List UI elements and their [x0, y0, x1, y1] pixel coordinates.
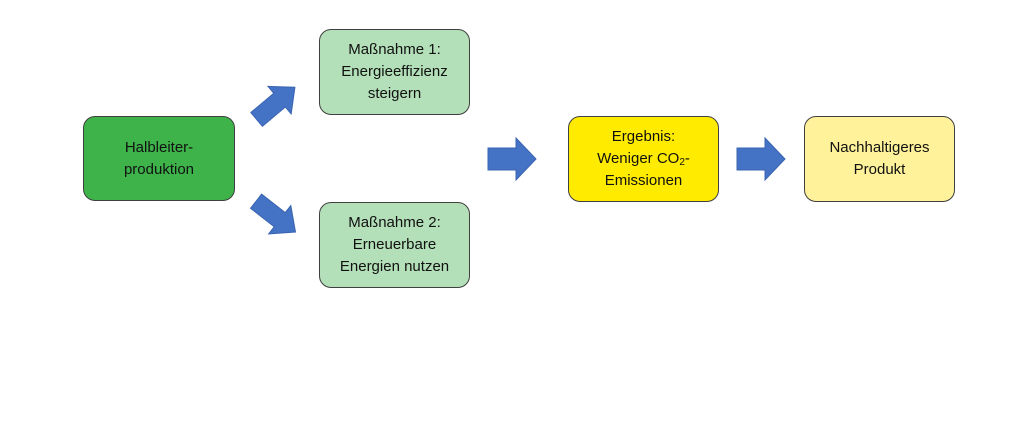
box-massnahme-2: Maßnahme 2: Erneuerbare Energien nutzen — [319, 202, 470, 288]
arrow-to-massnahme-2 — [249, 193, 297, 235]
block-arrow-icon — [250, 85, 296, 128]
box-ergebnis-label: Ergebnis: Weniger CO2-Emissionen — [597, 126, 690, 192]
arrow-to-ergebnis — [487, 136, 537, 182]
ergebnis-line-3: Emissionen — [604, 172, 683, 189]
ergebnis-co2-hyphen: - — [684, 150, 690, 167]
box-halbleiterproduktion-label: Halbleiter- produktion — [123, 138, 195, 178]
block-arrow-icon — [487, 136, 537, 182]
ergebnis-co2-subscript: 2 — [679, 157, 685, 168]
arrow-to-produkt — [736, 136, 786, 182]
box-nachhaltigeres-produkt-label: Nachhaltigeres Produkt — [829, 139, 930, 178]
arrow-to-massnahme-1 — [250, 85, 296, 128]
box-nachhaltigeres-produkt: Nachhaltigeres Produkt — [804, 116, 955, 202]
block-arrow-icon — [249, 193, 297, 235]
box-massnahme-2-label: Maßnahme 2: Erneuerbare Energien nutzen — [339, 214, 450, 275]
box-halbleiterproduktion: Halbleiter- produktion — [83, 116, 235, 201]
ergebnis-co2-prefix: Weniger CO — [597, 150, 680, 167]
box-massnahme-1-label: Maßnahme 1: Energieeffizienz steigern — [341, 41, 448, 102]
block-arrow-icon — [736, 136, 786, 182]
ergebnis-line-1: Ergebnis: — [611, 128, 676, 145]
box-ergebnis: Ergebnis: Weniger CO2-Emissionen — [568, 116, 719, 202]
box-massnahme-1: Maßnahme 1: Energieeffizienz steigern — [319, 29, 470, 115]
